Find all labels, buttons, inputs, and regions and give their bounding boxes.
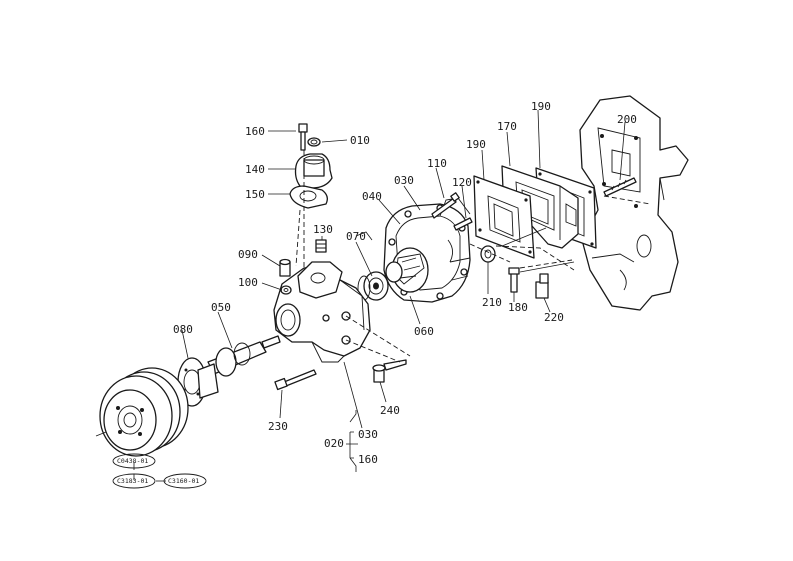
- washer-100: [280, 285, 292, 295]
- bolt-160: [298, 123, 308, 151]
- callout-160: 160: [358, 453, 378, 466]
- callout-040: 040: [362, 190, 382, 203]
- reference-label: C0438-01: [117, 457, 148, 465]
- bolt-180: [508, 267, 520, 293]
- callout-190: 190: [531, 100, 551, 113]
- callout-120: 120: [452, 176, 472, 189]
- assembly-line: [469, 243, 511, 263]
- bolt-240: [372, 359, 407, 383]
- callout-070: 070: [346, 230, 366, 243]
- callout-230: 230: [268, 420, 288, 433]
- callout-180: 180: [508, 301, 528, 314]
- callout-030: 030: [358, 428, 378, 441]
- bolt-220: [535, 273, 549, 299]
- callout-030: 030: [394, 174, 414, 187]
- callout-240: 240: [380, 404, 400, 417]
- callout-200: 200: [617, 113, 637, 126]
- assembly-line: [345, 339, 401, 363]
- callout-220: 220: [544, 311, 564, 324]
- reference-label: C3160-01: [168, 477, 199, 485]
- callout-140: 140: [245, 163, 265, 176]
- callout-080: 080: [173, 323, 193, 336]
- assembly-line: [345, 315, 411, 357]
- impeller: [385, 247, 429, 293]
- callout-110: 110: [427, 157, 447, 170]
- leader-lines: [133, 109, 626, 482]
- gasket-front: [473, 175, 535, 259]
- assembly-line: [495, 245, 575, 271]
- pump-shaft: [207, 335, 281, 377]
- bolt-120: [453, 217, 473, 231]
- engine-block: [579, 95, 689, 311]
- plug-130: [315, 239, 327, 253]
- thermostat-cover: [294, 153, 333, 189]
- assembly-line: [295, 209, 301, 267]
- callout-060: 060: [414, 325, 434, 338]
- stud-bolt: [603, 177, 637, 197]
- callout-190: 190: [466, 138, 486, 151]
- callout-010: 010: [350, 134, 370, 147]
- bolt-230: [274, 369, 317, 391]
- callout-labels: 160 010 140 150 090 100 130 070 040 030 …: [173, 100, 637, 466]
- water-pump-body: [383, 197, 471, 303]
- bolt-110: [431, 192, 460, 219]
- reference-marks: C0438-01 C3183-01 C3160-01: [112, 453, 207, 489]
- fan-pulley: [95, 367, 189, 457]
- callout-100: 100: [238, 276, 258, 289]
- o-ring: [307, 137, 321, 147]
- callout-160: 160: [245, 125, 265, 138]
- assembly-line: [519, 259, 573, 269]
- reference-label: C3183-01: [117, 477, 148, 485]
- callout-150: 150: [245, 188, 265, 201]
- callout-050: 050: [211, 301, 231, 314]
- plug-090: [279, 258, 291, 277]
- callout-170: 170: [497, 120, 517, 133]
- callout-210: 210: [482, 296, 502, 309]
- callout-130: 130: [313, 223, 333, 236]
- thermostat-gasket: [289, 185, 328, 209]
- pump-housing: [273, 261, 371, 363]
- callout-090: 090: [238, 248, 258, 261]
- callout-020: 020: [324, 437, 344, 450]
